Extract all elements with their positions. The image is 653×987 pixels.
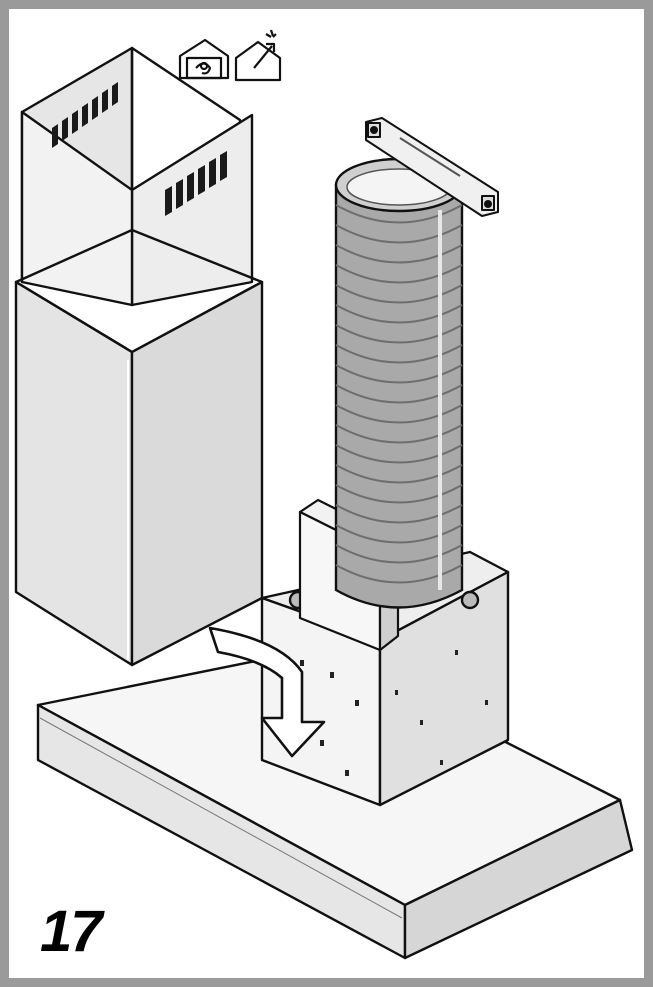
chimney-vent-slots xyxy=(52,82,227,216)
extraction-mode-icon xyxy=(234,29,282,82)
chimney-bracket xyxy=(365,117,499,217)
upper-chimney xyxy=(20,46,254,307)
recirculation-mode-icon xyxy=(178,38,230,80)
lower-chimney xyxy=(14,228,264,667)
slide-down-arrow-icon xyxy=(208,626,326,758)
step-number: 17 xyxy=(40,899,102,964)
flexible-duct xyxy=(334,157,464,609)
